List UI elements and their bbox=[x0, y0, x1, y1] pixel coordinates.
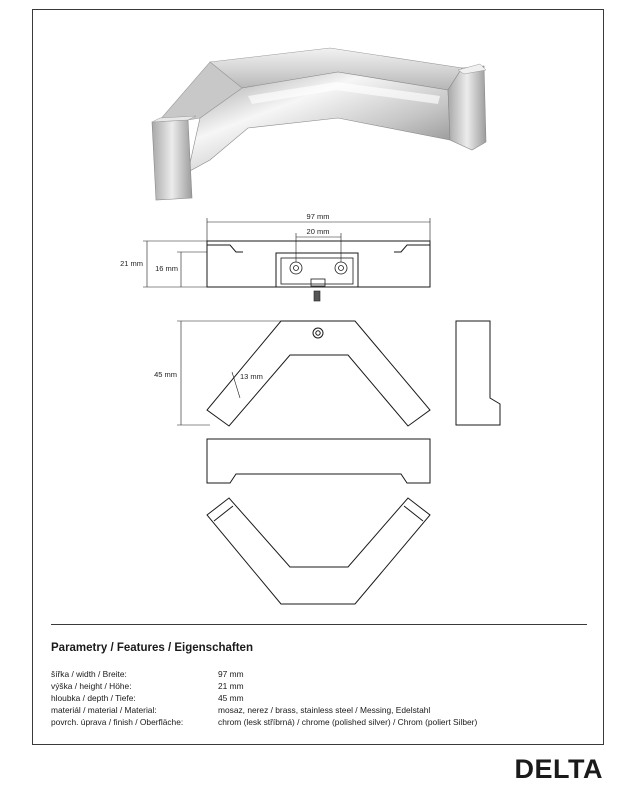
technical-drawing: 97 mm 20 mm 21 mm 16 mm 45 mm 13 mm bbox=[120, 47, 501, 605]
dimension-lines bbox=[143, 218, 431, 426]
section-divider bbox=[51, 624, 587, 625]
param-label: povrch. úprava / finish / Oberfläche: bbox=[51, 717, 184, 727]
param-value: chrom (lesk stříbrná) / chrome (polished… bbox=[218, 717, 478, 727]
parameters-title: Parametry / Features / Eigenschaften bbox=[51, 642, 253, 654]
dim-height-label: 21 mm bbox=[120, 259, 143, 268]
dim-hole-spacing-label: 20 mm bbox=[307, 227, 330, 236]
front-view bbox=[206, 240, 431, 302]
param-value: 97 mm bbox=[218, 669, 244, 679]
underside-view bbox=[206, 497, 431, 605]
brand-name: DELTA bbox=[514, 754, 603, 784]
side-view bbox=[455, 320, 501, 426]
page-frame bbox=[32, 9, 604, 745]
dim-inner-height-label: 16 mm bbox=[155, 264, 178, 273]
dim-depth-label: 45 mm bbox=[154, 370, 177, 379]
dim-arm-label: 13 mm bbox=[240, 372, 263, 381]
param-value: 45 mm bbox=[218, 693, 244, 703]
product-photo bbox=[151, 47, 487, 201]
dim-width-label: 97 mm bbox=[307, 212, 330, 221]
param-label: výška / height / Höhe: bbox=[51, 681, 132, 691]
bottom-view bbox=[206, 438, 431, 484]
param-label: šířka / width / Breite: bbox=[51, 669, 127, 679]
top-view bbox=[206, 320, 431, 427]
param-value: mosaz, nerez / brass, stainless steel / … bbox=[218, 705, 431, 715]
param-label: materiál / material / Material: bbox=[51, 705, 157, 715]
param-label: hloubka / depth / Tiefe: bbox=[51, 693, 136, 703]
param-value: 21 mm bbox=[218, 681, 244, 691]
